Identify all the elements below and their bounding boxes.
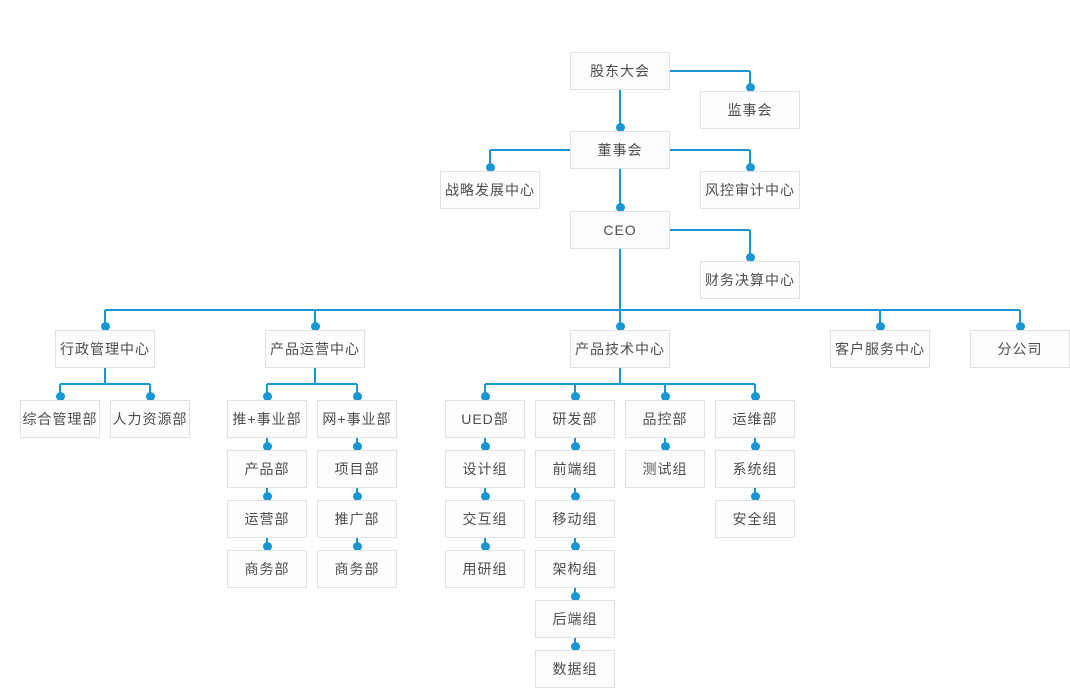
org-node-wang: 网+事业部 [317,400,397,438]
connector-dot [55,391,65,401]
edge-line [749,71,751,91]
connector-dot [745,82,755,92]
org-node-branch: 分公司 [970,330,1070,368]
org-node-admin: 行政管理中心 [55,330,155,368]
connector-dot [262,441,272,451]
org-node-business_tui: 商务部 [227,550,307,588]
org-node-finance: 财务决算中心 [700,261,800,299]
connector-dot [745,162,755,172]
org-node-interaction: 交互组 [445,500,525,538]
org-node-risk: 风控审计中心 [700,171,800,209]
connector-dot [262,391,272,401]
edge-line [749,230,751,261]
connector-dot [145,391,155,401]
org-node-mobile: 移动组 [535,500,615,538]
connector-dot [480,491,490,501]
connector-dot [352,491,362,501]
connector-dot [660,391,670,401]
connector-dot [615,122,625,132]
edge-line [619,169,621,211]
edge-line [619,310,621,330]
edge-bus-line [105,309,1020,311]
org-node-project: 项目部 [317,450,397,488]
connector-dot [570,641,580,651]
edge-line [619,368,621,384]
org-node-operation: 运营部 [227,500,307,538]
edge-line [104,310,106,330]
org-node-ops: 产品运营中心 [265,330,365,368]
connector-dot [750,491,760,501]
connector-dot [745,252,755,262]
edge-line [670,229,750,231]
connector-dot [352,441,362,451]
connector-dot [570,591,580,601]
org-node-rd: 研发部 [535,400,615,438]
org-node-tui: 推+事业部 [227,400,307,438]
org-node-security: 安全组 [715,500,795,538]
org-node-general: 综合管理部 [20,400,100,438]
connector-dot [615,321,625,331]
org-node-shareholders: 股东大会 [570,52,670,90]
org-node-research: 用研组 [445,550,525,588]
edge-bus-line [485,383,755,385]
connector-dot [480,391,490,401]
org-node-supervisory: 监事会 [700,91,800,129]
connector-dot [570,491,580,501]
org-node-arch: 架构组 [535,550,615,588]
connector-dot [485,162,495,172]
edge-line [670,70,750,72]
org-node-backend: 后端组 [535,600,615,638]
org-node-design: 设计组 [445,450,525,488]
connector-dot [750,441,760,451]
edge-line [314,310,316,330]
connector-dot [660,441,670,451]
org-node-service: 客户服务中心 [830,330,930,368]
org-node-promotion: 推广部 [317,500,397,538]
org-node-test: 测试组 [625,450,705,488]
connector-dot [570,541,580,551]
connector-dot [352,391,362,401]
edge-line [879,310,881,330]
connector-dot [570,391,580,401]
connector-dot [310,321,320,331]
org-node-hr: 人力资源部 [110,400,190,438]
connector-dot [570,441,580,451]
org-node-product: 产品部 [227,450,307,488]
edge-line [490,149,570,151]
connector-dot [1015,321,1025,331]
connector-dot [262,491,272,501]
org-node-frontend: 前端组 [535,450,615,488]
connector-dot [100,321,110,331]
org-node-qc: 品控部 [625,400,705,438]
org-node-board: 董事会 [570,131,670,169]
edge-line [1019,310,1021,330]
connector-dot [262,541,272,551]
org-node-ued: UED部 [445,400,525,438]
edge-line [619,90,621,131]
connector-dot [615,202,625,212]
edge-line [670,149,750,151]
edge-line [619,249,621,310]
connector-dot [352,541,362,551]
org-node-om: 运维部 [715,400,795,438]
connector-dot [750,391,760,401]
connector-dot [480,541,490,551]
org-node-system: 系统组 [715,450,795,488]
connector-dot [480,441,490,451]
org-node-strategy: 战略发展中心 [440,171,540,209]
edge-line [749,150,751,171]
edge-line [489,150,491,171]
org-node-data_group: 数据组 [535,650,615,688]
edge-line [104,368,106,384]
org-node-ceo: CEO [570,211,670,249]
connector-dot [875,321,885,331]
org-node-tech: 产品技术中心 [570,330,670,368]
org-node-business_wang: 商务部 [317,550,397,588]
edge-bus-line [267,383,357,385]
edge-bus-line [60,383,150,385]
edge-line [314,368,316,384]
